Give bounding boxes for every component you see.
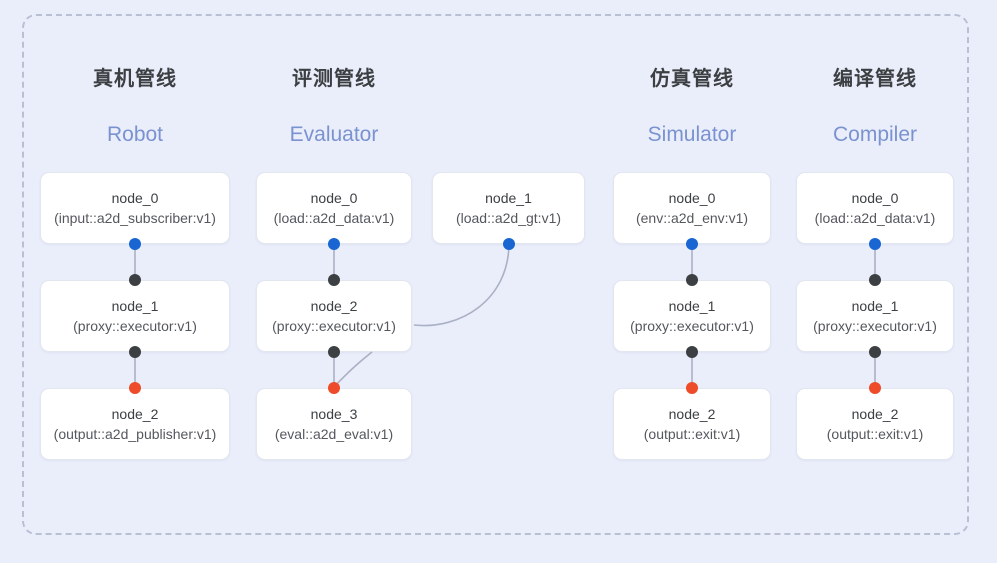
evaluator-node_2-out-port[interactable] [328, 346, 340, 358]
node-name: node_0 [111, 189, 159, 206]
node-spec: (output::exit:v1) [826, 426, 924, 442]
robot-node_1-in-port[interactable] [129, 274, 141, 286]
robot-node_2-in-port[interactable] [129, 382, 141, 394]
node-spec: (output::a2d_publisher:v1) [53, 426, 217, 442]
node-name: node_2 [111, 405, 159, 422]
column-title-cn-compiler: 编译管线 [833, 68, 917, 90]
pipeline-column-robot: 真机管线 Robot [40, 0, 230, 563]
column-title-en-robot: Robot [106, 123, 164, 146]
column-title-cn-simulator: 仿真管线 [650, 68, 734, 90]
node-box-compiler-node_2[interactable]: node_2(output::exit:v1) [796, 388, 954, 460]
evaluator-node_1-out-port[interactable] [502, 238, 515, 250]
node-name: node_1 [851, 297, 899, 314]
node-spec: (output::exit:v1) [643, 426, 741, 442]
node-spec: (input::a2d_subscriber:v1) [54, 210, 216, 226]
node-spec: (load::a2d_data:v1) [814, 210, 936, 226]
compiler-node_0-out-port[interactable] [869, 238, 881, 250]
simulator-node_1-out-port[interactable] [686, 346, 698, 358]
simulator-node_0-out-port[interactable] [686, 238, 698, 250]
column-title-cn-evaluator: 评测管线 [292, 68, 376, 90]
node-spec: (proxy::executor:v1) [272, 318, 396, 334]
robot-node_1-out-port[interactable] [129, 346, 141, 358]
node-spec: (load::a2d_data:v1) [273, 210, 395, 226]
node-name: node_1 [668, 297, 716, 314]
node-box-robot-node_1[interactable]: node_1(proxy::executor:v1) [40, 280, 230, 352]
node-spec: (env::a2d_env:v1) [635, 210, 749, 226]
node-name: node_1 [485, 189, 532, 206]
node-spec: (eval::a2d_eval:v1) [274, 426, 394, 442]
column-title-en-simulator: Simulator [647, 123, 737, 146]
node-box-robot-node_0[interactable]: node_0(input::a2d_subscriber:v1) [40, 172, 230, 244]
node-name: node_2 [668, 405, 716, 422]
node-box-compiler-node_0[interactable]: node_0(load::a2d_data:v1) [796, 172, 954, 244]
node-spec: (proxy::executor:v1) [630, 318, 754, 334]
column-title-cn-robot: 真机管线 [93, 68, 177, 90]
node-box-evaluator-node_2[interactable]: node_2(proxy::executor:v1) [256, 280, 412, 352]
node-box-simulator-node_0[interactable]: node_0(env::a2d_env:v1) [613, 172, 771, 244]
node-spec: (proxy::executor:v1) [813, 318, 937, 334]
node-box-evaluator-node_1[interactable]: node_1(load::a2d_gt:v1) [432, 172, 585, 244]
evaluator-node_0-out-port[interactable] [328, 238, 340, 250]
compiler-node_1-out-port[interactable] [869, 346, 881, 358]
node-box-simulator-node_1[interactable]: node_1(proxy::executor:v1) [613, 280, 771, 352]
node-name: node_2 [851, 405, 899, 422]
node-box-simulator-node_2[interactable]: node_2(output::exit:v1) [613, 388, 771, 460]
robot-node_0-out-port[interactable] [129, 238, 141, 250]
compiler-node_2-in-port[interactable] [869, 382, 881, 394]
column-title-en-compiler: Compiler [832, 123, 918, 146]
node-box-evaluator-node_3[interactable]: node_3(eval::a2d_eval:v1) [256, 388, 412, 460]
pipeline-column-evaluator: 评测管线 Evaluator [256, 0, 412, 563]
node-name: node_0 [668, 189, 716, 206]
node-box-compiler-node_1[interactable]: node_1(proxy::executor:v1) [796, 280, 954, 352]
column-title-en-evaluator: Evaluator [289, 123, 379, 146]
node-name: node_0 [851, 189, 899, 206]
evaluator-node_2-in-port[interactable] [328, 274, 340, 286]
node-box-evaluator-node_0[interactable]: node_0(load::a2d_data:v1) [256, 172, 412, 244]
evaluator-node_3-in-port[interactable] [328, 382, 340, 394]
node-spec: (load::a2d_gt:v1) [455, 210, 562, 226]
pipeline-column-simulator: 仿真管线 Simulator [613, 0, 771, 563]
node-name: node_2 [310, 297, 358, 314]
compiler-node_1-in-port[interactable] [869, 274, 881, 286]
node-name: node_0 [310, 189, 358, 206]
node-name: node_1 [111, 297, 159, 314]
pipeline-column-compiler: 编译管线 Compiler [796, 0, 954, 563]
node-name: node_3 [310, 405, 358, 422]
node-spec: (proxy::executor:v1) [73, 318, 197, 334]
simulator-node_2-in-port[interactable] [686, 382, 698, 394]
node-box-robot-node_2[interactable]: node_2(output::a2d_publisher:v1) [40, 388, 230, 460]
simulator-node_1-in-port[interactable] [686, 274, 698, 286]
pipeline-group-frame [22, 14, 969, 535]
